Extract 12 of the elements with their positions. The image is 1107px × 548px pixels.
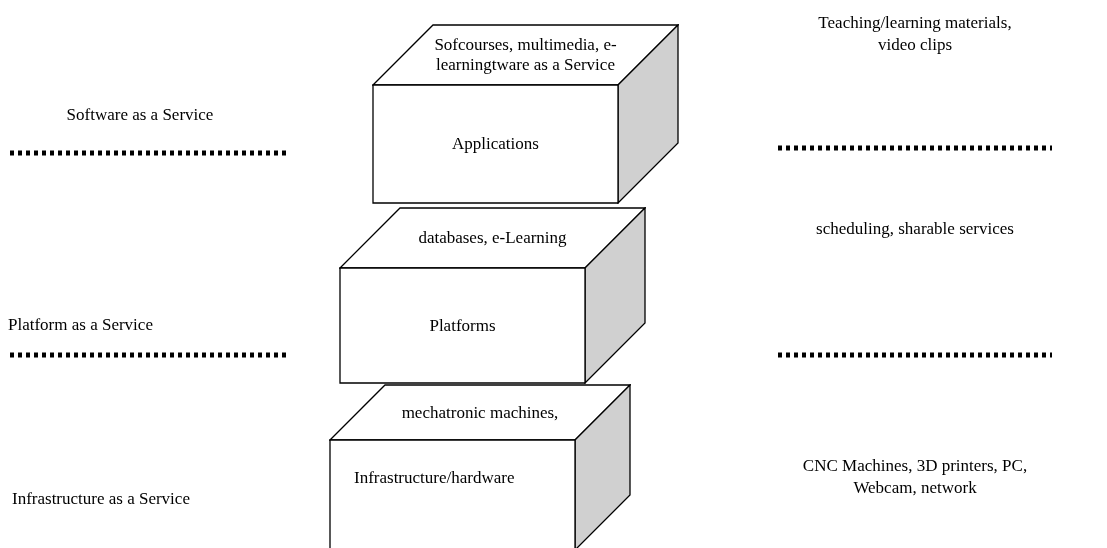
layer-description: Sofcourses, multimedia, e-learningtware as a Service (433, 35, 618, 75)
layer-description: mechatronic machines, (401, 402, 559, 423)
service-model-label: Software as a Service (65, 104, 215, 126)
service-model-label: Infrastructure as a Service (12, 488, 191, 510)
service-model-label: Platform as a Service (8, 314, 154, 336)
layer-description: databases, e-Learning (418, 228, 567, 248)
layer-title: Applications (452, 134, 539, 154)
layer-example: scheduling, sharable services (815, 218, 1015, 240)
layer-title: Infrastructure/hardware (354, 468, 515, 488)
layer-title: Platforms (429, 315, 496, 336)
layer-example: Teaching/learning materials, video clips (817, 12, 1013, 56)
layer-example: CNC Machines, 3D printers, PC, Webcam, network (801, 455, 1029, 499)
